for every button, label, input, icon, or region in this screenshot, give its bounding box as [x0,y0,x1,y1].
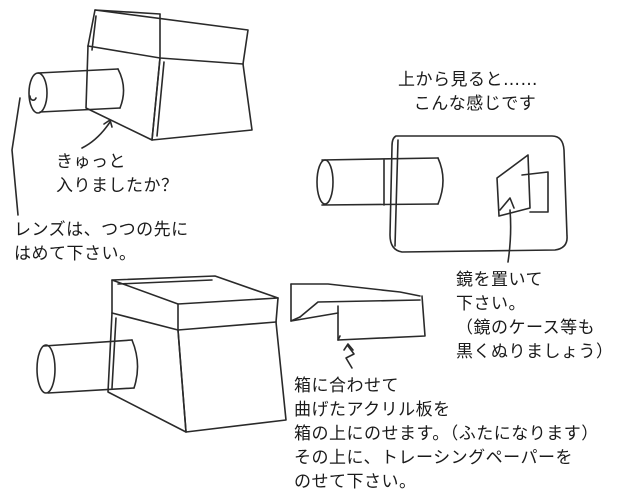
acrylic-instruction-note: 箱に合わせて 曲げたアクリル板を 箱の上にのせます。（ふたになります） その上に… [294,374,599,494]
inserted-question-note: きゅっと 入りましたか？ [56,150,179,198]
note-line: 入りましたか？ [56,176,179,196]
note-line: 下さい。 [456,294,526,314]
mirror-instruction-note: 鏡を置いて 下さい。 （鏡のケース等も 黒くぬりましょう） [456,268,614,364]
note-line: 箱の上にのせます。（ふたになります） [294,424,599,444]
note-line: その上に、トレーシングペーパーを [294,448,573,468]
note-line: 曲げたアクリル板を [294,400,451,420]
top-view-illustration [316,135,568,263]
box-with-tube-illustration [11,9,253,216]
note-line: のせて下さい。 [294,472,417,492]
top-view-caption: 上から見ると…… こんな感じです [398,68,538,116]
caption-line: 上から見ると…… [398,70,538,90]
box-acrylic-illustration [36,275,426,433]
note-line: 鏡を置いて [456,270,543,290]
lens-instruction-note: レンズは、つつの先に はめて下さい。 [14,218,189,266]
note-line: 箱に合わせて [294,376,399,396]
note-line: レンズは、つつの先に [14,220,189,240]
note-line: （鏡のケース等も [456,318,596,338]
caption-line: こんな感じです [413,94,537,114]
note-line: 黒くぬりましょう） [456,342,614,362]
note-line: きゅっと [56,152,126,172]
note-line: はめて下さい。 [14,244,137,264]
